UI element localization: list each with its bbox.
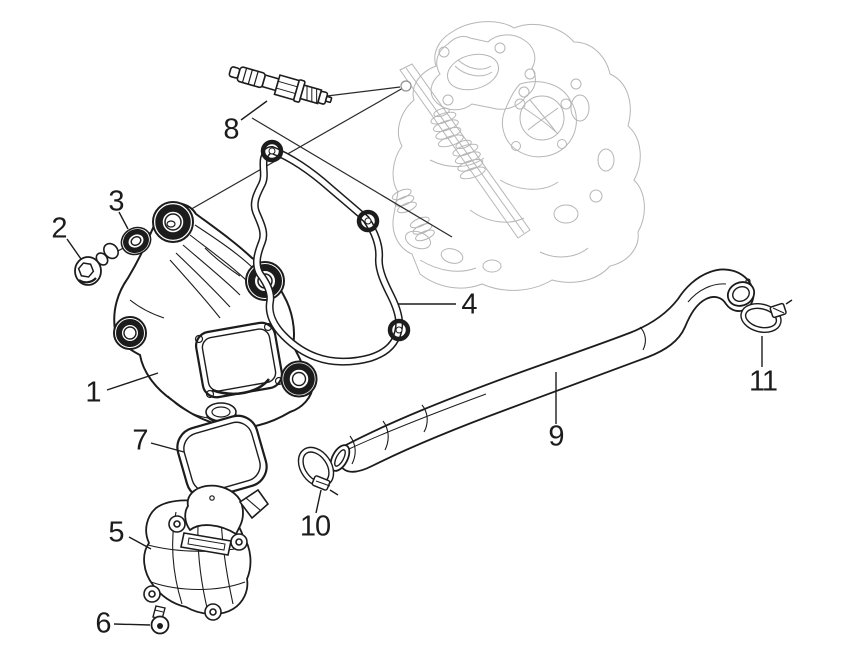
leader-line-3 — [118, 211, 129, 230]
callout-5: 5 — [108, 516, 124, 549]
cover-bolt-boss — [113, 316, 147, 350]
callout-8: 8 — [223, 113, 239, 146]
hose-clamp-small-drawing — [297, 446, 339, 496]
callout-3: 3 — [108, 185, 124, 218]
callout-1: 1 — [85, 376, 101, 409]
mounting-hole-marker — [400, 80, 412, 92]
callout-4: 4 — [461, 288, 477, 321]
leader-line-8 — [240, 100, 268, 121]
cover-gasket-drawing — [250, 139, 411, 366]
breather-hose-drawing — [329, 268, 756, 473]
callout-2: 2 — [51, 212, 67, 245]
breather-cover-drawing — [143, 484, 270, 621]
leader-line-7 — [150, 442, 185, 453]
bolt-washer-drawing — [120, 226, 152, 256]
axis-line-spark-plug — [326, 86, 401, 97]
leader-line-6 — [113, 623, 151, 626]
leader-line-2 — [66, 238, 82, 260]
hose-clamp-large-drawing — [740, 299, 793, 333]
callout-7: 7 — [132, 424, 148, 457]
breather-screw-drawing — [150, 605, 170, 635]
leader-line-5 — [128, 536, 152, 550]
spark-plug-drawing — [228, 66, 333, 105]
construction-line — [251, 117, 453, 238]
cover-bolt-boss — [152, 201, 194, 243]
callout-6: 6 — [95, 607, 111, 640]
callout-11: 11 — [748, 365, 778, 398]
leader-line-1 — [106, 372, 159, 391]
cylinder-head-ghost — [391, 21, 645, 291]
callout-9: 9 — [548, 420, 564, 453]
cover-bolt-drawing — [74, 242, 119, 286]
cover-bolt-boss — [280, 360, 318, 398]
callout-10: 10 — [299, 510, 331, 543]
leader-line-10 — [315, 489, 322, 514]
head-cover-drawing — [113, 201, 318, 429]
